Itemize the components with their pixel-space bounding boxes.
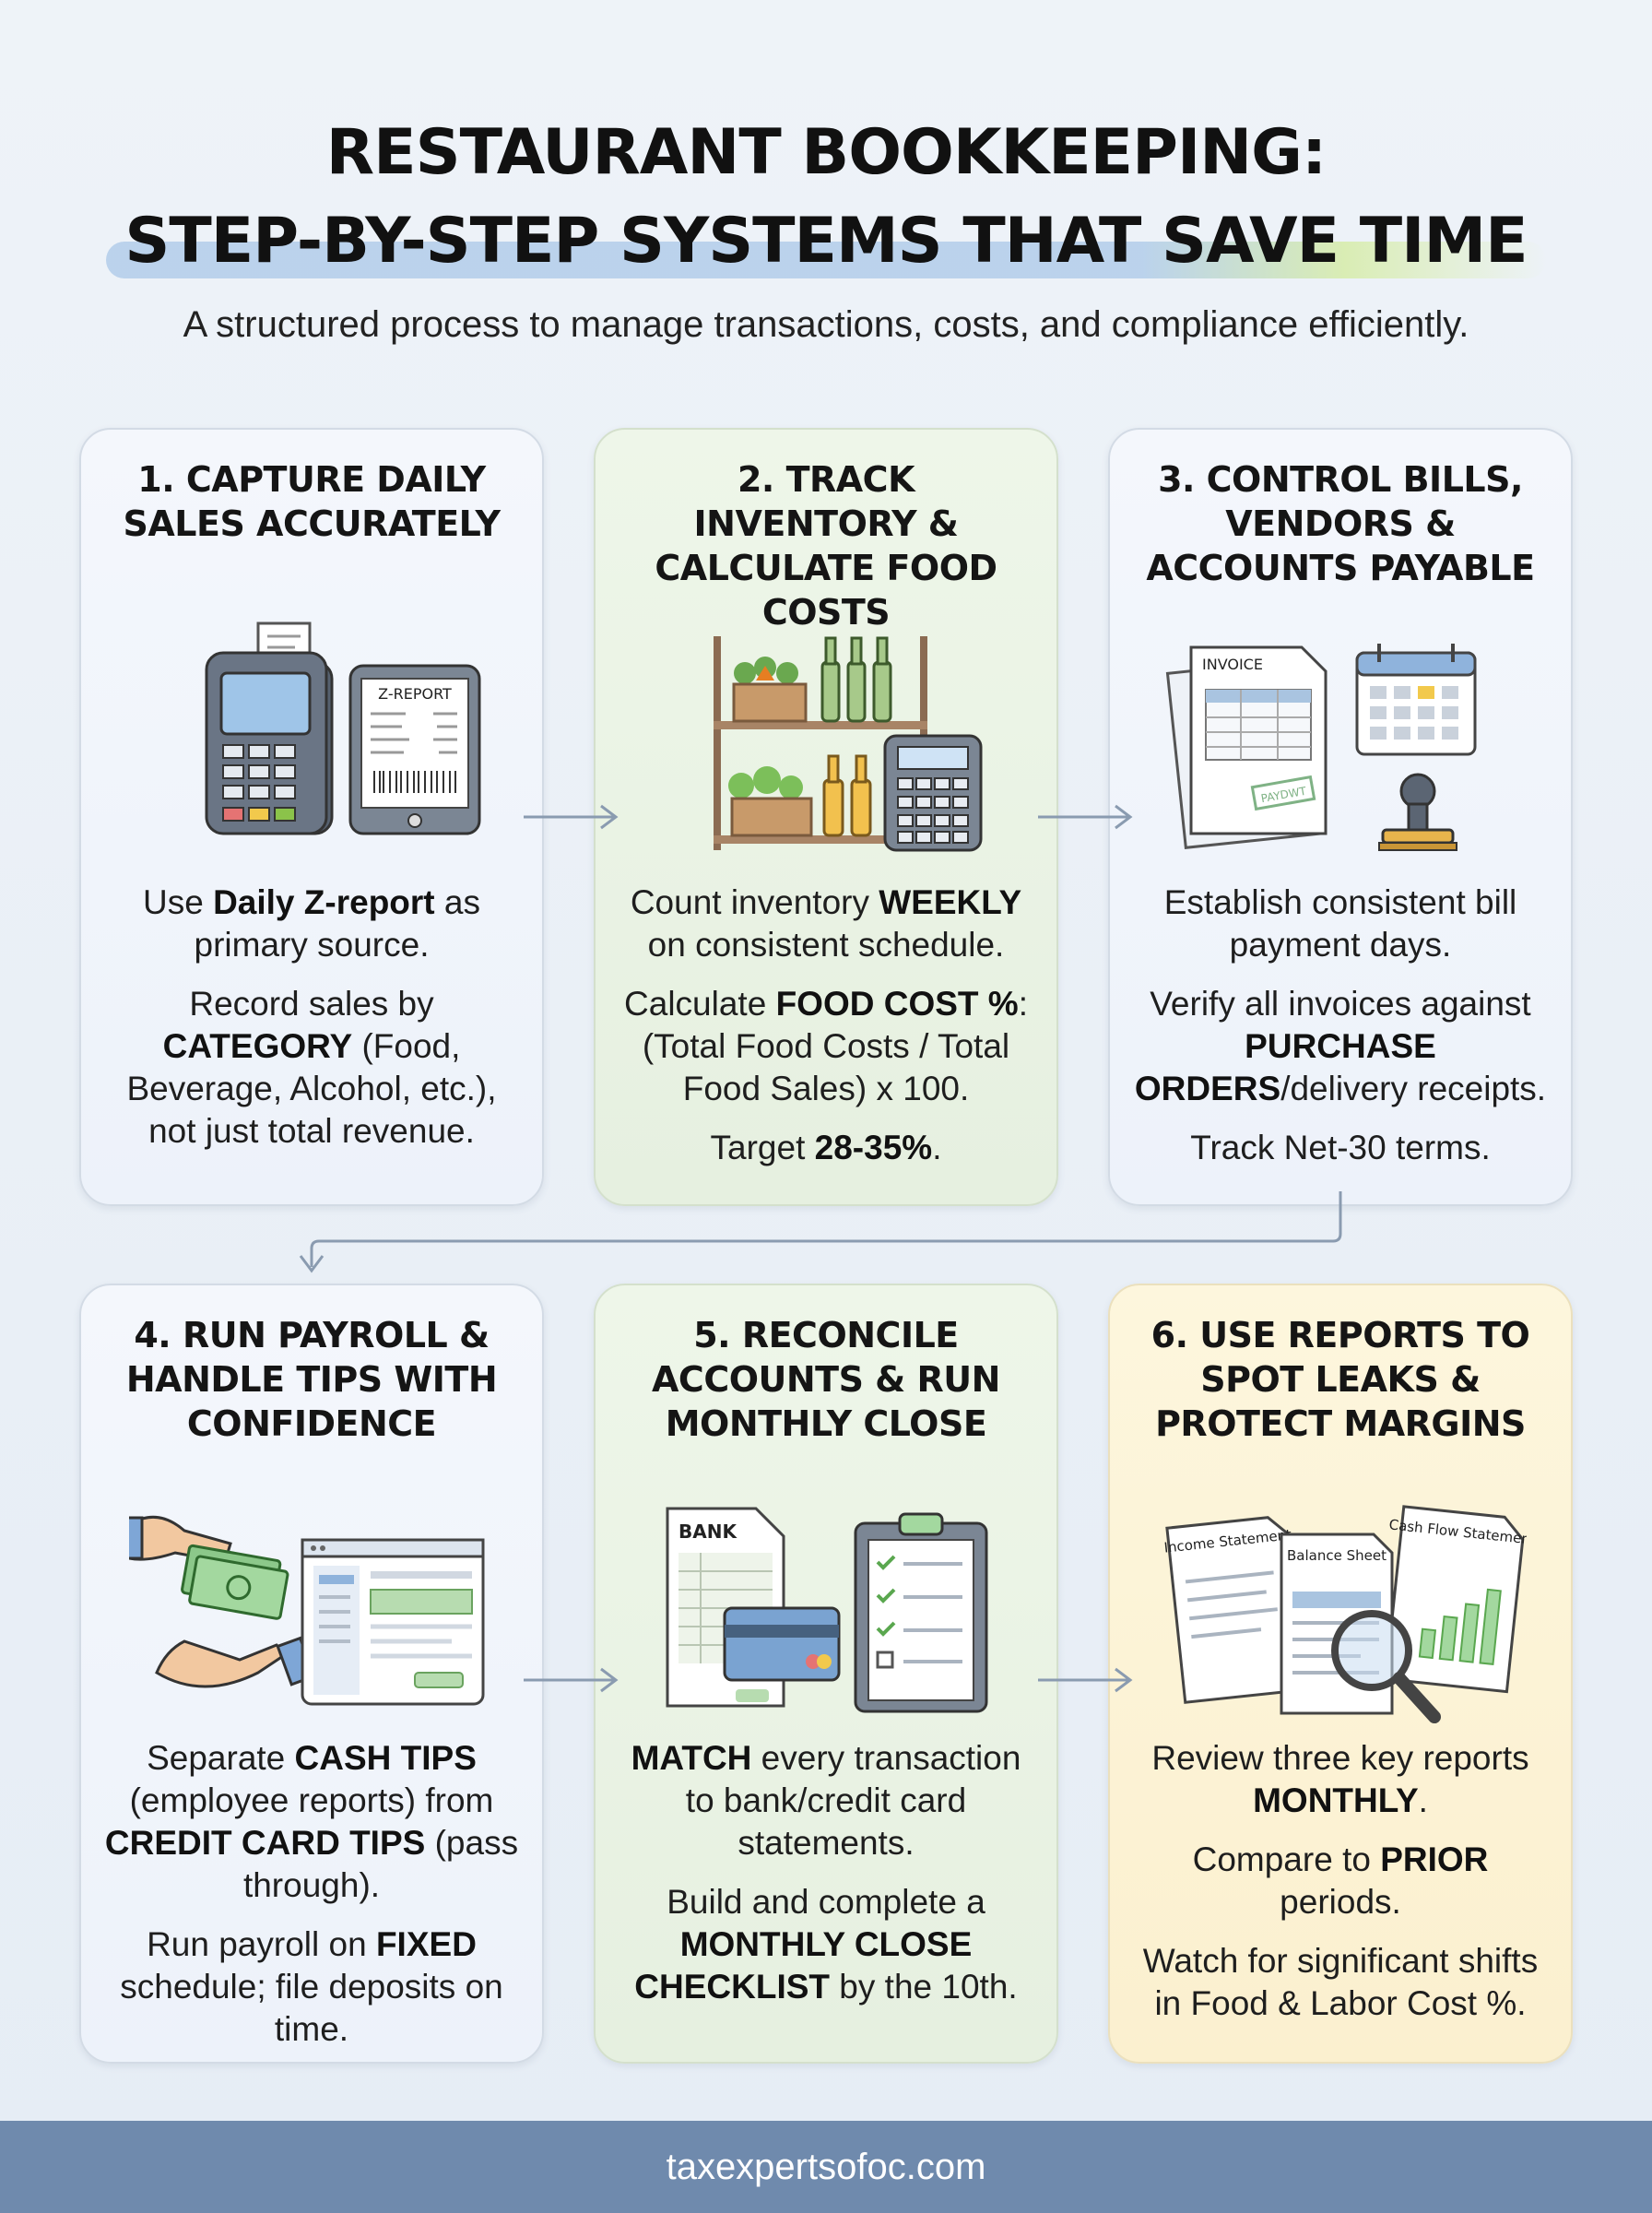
subtitle: A structured process to manage transacti… (183, 304, 1469, 345)
step-6-title: 6. USE REPORTS TO SPOT LEAKS & PROTECT M… (1150, 1315, 1530, 1444)
step-2-text-2: Calculate FOOD COST %: (Total Food Costs… (624, 985, 1028, 1107)
step-5-text-2: Build and complete a MONTHLY CLOSE CHECK… (634, 1883, 1018, 2006)
pos-terminal-icon (205, 621, 334, 835)
tablet-report-icon: Z-REPORT (348, 664, 481, 835)
step-2-text-3: Target 28-35%. (710, 1129, 942, 1166)
step-card-6: 6. USE REPORTS TO SPOT LEAKS & PROTECT M… (1108, 1284, 1573, 2064)
title-line-1: RESTAURANT BOOKKEEPING: (325, 116, 1327, 189)
arrow-step-2-to-3 (1038, 804, 1133, 830)
step-6-text-1: Review three key reports MONTHLY. (1151, 1739, 1529, 1819)
arrow-step-5-to-6 (1038, 1667, 1133, 1693)
step-2-title: 2. TRACK INVENTORY & CALCULATE FOOD COST… (655, 459, 997, 633)
svg-text:BANK: BANK (678, 1521, 738, 1543)
svg-text:Balance Sheet: Balance Sheet (1287, 1547, 1386, 1564)
cash-hand-icon (129, 1515, 316, 1688)
step-1-body: Use Daily Z-report as primary source. Re… (100, 882, 524, 1169)
footer-bar: taxexpertsofoc.com (0, 2121, 1652, 2213)
arrow-step-4-to-5 (524, 1667, 619, 1693)
step-1-title: 1. CAPTURE DAILY SALES ACCURATELY (123, 459, 502, 544)
step-3-body: Establish consistent bill payment days. … (1128, 882, 1552, 1186)
step-6-text-2: Compare to PRIOR periods. (1192, 1840, 1489, 1921)
svg-text:Z-REPORT: Z-REPORT (378, 685, 452, 703)
invoice-icon: INVOICE PAYDWT (1165, 645, 1328, 849)
step-1-text-2: Record sales by CATEGORY (Food, Beverage… (126, 985, 497, 1150)
step-1-text-1: Use Daily Z-report as primary source. (143, 883, 480, 964)
checklist-clipboard-icon (854, 1512, 988, 1713)
step-2-text-1: Count inventory WEEKLY on consistent sch… (630, 883, 1022, 964)
arrow-step-3-to-4 (299, 1191, 1342, 1273)
step-3-text-2: Verify all invoices against PURCHASE ORD… (1134, 985, 1547, 1107)
reports-illustration: Income Statement Cash Flow Statement Bal… (1163, 1505, 1527, 1723)
calendar-icon (1355, 644, 1477, 756)
credit-card-icon (723, 1606, 841, 1702)
magnifier-icon (1331, 1610, 1441, 1723)
payroll-illustration (129, 1515, 485, 1706)
step-5-title: 5. RECONCILE ACCOUNTS & RUN MONTHLY CLOS… (652, 1315, 1000, 1444)
step-card-4: 4. RUN PAYROLL & HANDLE TIPS WITH CONFID… (79, 1284, 544, 2064)
step-4-text-2: Run payroll on FIXED schedule; file depo… (120, 1925, 503, 2048)
sales-illustration: Z-REPORT (205, 621, 481, 835)
svg-text:INVOICE: INVOICE (1202, 656, 1263, 673)
bills-illustration: INVOICE PAYDWT (1165, 644, 1477, 851)
step-6-text-3: Watch for significant shifts in Food & L… (1142, 1942, 1539, 2022)
calculator-icon (883, 734, 983, 852)
step-2-body: Count inventory WEEKLY on consistent sch… (614, 882, 1038, 1186)
reconcile-illustration: BANK (666, 1507, 988, 1713)
step-card-5: 5. RECONCILE ACCOUNTS & RUN MONTHLY CLOS… (594, 1284, 1058, 2064)
arrow-step-1-to-2 (524, 804, 619, 830)
stamp-icon (1378, 773, 1457, 851)
title-line-2: STEP-BY-STEP SYSTEMS THAT SAVE TIME (106, 197, 1546, 286)
step-5-text-1: MATCH every transaction to bank/credit c… (631, 1739, 1021, 1862)
step-card-1: 1. CAPTURE DAILY SALES ACCURATELY Z-REPO… (79, 428, 544, 1206)
step-card-2: 2. TRACK INVENTORY & CALCULATE FOOD COST… (594, 428, 1058, 1206)
step-6-body: Review three key reports MONTHLY. Compar… (1128, 1737, 1552, 2041)
step-5-body: MATCH every transaction to bank/credit c… (614, 1737, 1038, 2025)
footer-website[interactable]: taxexpertsofoc.com (666, 2147, 986, 2187)
income-statement-icon: Income Statement (1163, 1516, 1306, 1704)
step-4-text-1: Separate CASH TIPS (employee reports) fr… (104, 1739, 519, 1904)
step-4-body: Separate CASH TIPS (employee reports) fr… (100, 1737, 524, 2067)
step-3-title: 3. CONTROL BILLS, VENDORS & ACCOUNTS PAY… (1146, 459, 1535, 588)
page-title: RESTAURANT BOOKKEEPING: STEP-BY-STEP SYS… (0, 109, 1652, 286)
step-3-text-3: Track Net-30 terms. (1190, 1129, 1491, 1166)
step-card-3: 3. CONTROL BILLS, VENDORS & ACCOUNTS PAY… (1108, 428, 1573, 1206)
step-3-text-1: Establish consistent bill payment days. (1163, 883, 1517, 964)
inventory-illustration (714, 636, 983, 852)
inventory-shelf-icon (714, 636, 927, 850)
step-4-title: 4. RUN PAYROLL & HANDLE TIPS WITH CONFID… (125, 1315, 498, 1444)
payroll-screen-icon (301, 1538, 485, 1706)
